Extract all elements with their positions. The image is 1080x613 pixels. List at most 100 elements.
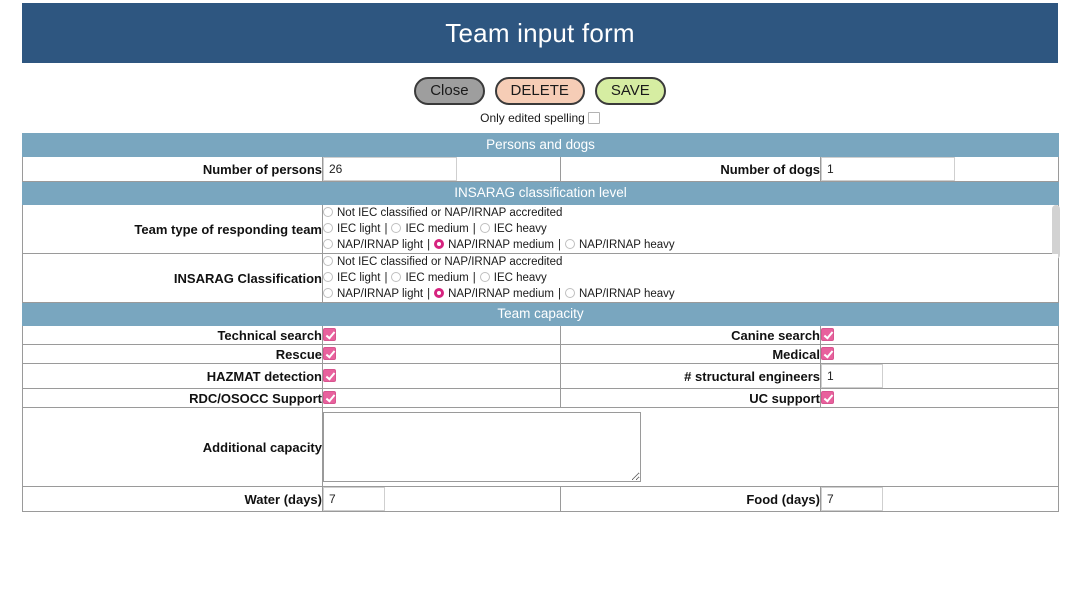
label-rescue: Rescue [22, 344, 323, 364]
section-title: Persons and dogs [21, 133, 1060, 157]
radio-classification-nap-heavy[interactable] [564, 288, 575, 298]
row-team-type: Team type of responding team Not IEC cla… [22, 204, 1061, 259]
separator: | [427, 239, 431, 251]
radio-team-type-nap-heavy[interactable] [564, 239, 575, 249]
label-additional-capacity: Additional capacity [22, 407, 323, 487]
additional-capacity-textarea[interactable] [323, 412, 641, 482]
uc-support-checkbox[interactable] [821, 391, 834, 405]
radio-team-type-iec-medium[interactable] [391, 223, 402, 233]
radio-label-nap-light: NAP/IRNAP light [337, 288, 424, 300]
radio-classification-nap-medium[interactable] [434, 288, 445, 298]
row-support: RDC/OSOCC Support UC support [22, 388, 1060, 408]
cell-hazmat-detection [322, 363, 561, 389]
vertical-scrollbar[interactable] [1052, 205, 1061, 259]
separator: | [384, 272, 388, 284]
radio-team-type-not-classified[interactable] [323, 207, 333, 217]
radio-label-iec-heavy: IEC heavy [493, 272, 547, 284]
radio-team-type-iec-heavy[interactable] [479, 223, 490, 233]
radio-group-team-type[interactable]: Not IEC classified or NAP/IRNAP accredit… [321, 204, 1061, 259]
label-number-of-dogs: Number of dogs [560, 156, 821, 182]
separator: | [557, 239, 561, 251]
label-technical-search: Technical search [22, 325, 323, 345]
only-edited-spelling-row: Only edited spelling [0, 111, 1080, 125]
radio-label-iec-medium: IEC medium [405, 223, 469, 235]
radio-group-insarag-classification[interactable]: Not IEC classified or NAP/IRNAP accredit… [321, 253, 1060, 303]
label-water-days: Water (days) [22, 486, 323, 512]
label-structural-engineers: # structural engineers [560, 363, 821, 389]
row-hazmat-engineers: HAZMAT detection # structural engineers [22, 363, 1060, 389]
radio-classification-iec-heavy[interactable] [479, 272, 490, 282]
separator: | [384, 223, 388, 235]
cell-medical [819, 344, 1060, 364]
radio-team-type-iec-light[interactable] [323, 223, 333, 233]
rescue-checkbox[interactable] [323, 347, 336, 361]
row-rescue-medical: Rescue Medical [22, 344, 1060, 364]
hazmat-detection-checkbox[interactable] [323, 369, 336, 383]
cell-uc-support [819, 388, 1060, 408]
radio-line-3: NAP/IRNAP light|NAP/IRNAP medium|NAP/IRN… [323, 237, 1058, 253]
only-edited-spelling-label: Only edited spelling [480, 111, 585, 125]
radio-label-iec-light: IEC light [337, 272, 381, 284]
radio-label-nap-medium: NAP/IRNAP medium [448, 239, 554, 251]
radio-team-type-nap-medium[interactable] [434, 239, 445, 249]
row-additional-capacity: Additional capacity [22, 407, 1060, 487]
section-title: INSARAG classification level [21, 181, 1060, 205]
radio-line-2: IEC light|IEC medium|IEC heavy [323, 221, 1058, 237]
scrollbar-thumb[interactable] [1052, 207, 1061, 259]
delete-button[interactable]: DELETE [494, 77, 585, 105]
number-of-dogs-input[interactable] [821, 157, 955, 181]
label-food-days: Food (days) [560, 486, 821, 512]
section-title: Team capacity [21, 302, 1060, 326]
radio-line-2: IEC light|IEC medium|IEC heavy [323, 270, 1058, 286]
separator: | [472, 223, 476, 235]
cell-rescue [322, 344, 561, 364]
page-title: Team input form [445, 17, 635, 48]
radio-line-1: Not IEC classified or NAP/IRNAP accredit… [323, 205, 1058, 221]
action-toolbar: Close DELETE SAVE [0, 77, 1080, 105]
cell-rdc-osocc-support [322, 388, 561, 408]
radio-classification-not-classified[interactable] [323, 256, 333, 266]
cell-additional-capacity [321, 407, 1060, 487]
radio-line-1: Not IEC classified or NAP/IRNAP accredit… [323, 254, 1058, 270]
cell-number-of-persons [322, 156, 561, 182]
cell-technical-search [322, 325, 561, 345]
only-edited-spelling-checkbox[interactable] [587, 112, 600, 124]
radio-label-iec-medium: IEC medium [405, 272, 469, 284]
radio-label-nap-light: NAP/IRNAP light [337, 239, 424, 251]
section-header-persons-and-dogs: Persons and dogs [21, 133, 1060, 157]
radio-label-iec-heavy: IEC heavy [493, 223, 547, 235]
radio-line-3: NAP/IRNAP light|NAP/IRNAP medium|NAP/IRN… [323, 286, 1058, 302]
number-of-persons-input[interactable] [323, 157, 457, 181]
label-uc-support: UC support [560, 388, 821, 408]
label-team-type-of-responding-team: Team type of responding team [22, 204, 323, 254]
radio-classification-iec-medium[interactable] [391, 272, 402, 282]
page-header: Team input form [22, 3, 1058, 63]
water-days-input[interactable] [323, 487, 385, 511]
canine-search-checkbox[interactable] [821, 328, 834, 342]
radio-classification-nap-light[interactable] [323, 288, 333, 298]
cell-number-of-dogs [819, 156, 1060, 182]
close-button[interactable]: Close [414, 77, 485, 105]
section-header-insarag-classification-level: INSARAG classification level [21, 181, 1060, 205]
rdc-osocc-support-checkbox[interactable] [323, 391, 336, 405]
cell-canine-search [819, 325, 1060, 345]
cell-water-days [322, 486, 561, 512]
section-header-team-capacity: Team capacity [21, 302, 1060, 326]
radio-label-nap-heavy: NAP/IRNAP heavy [578, 288, 675, 300]
team-input-form-table: Persons and dogs Number of persons Numbe… [21, 133, 1061, 512]
radio-team-type-nap-light[interactable] [323, 239, 333, 249]
separator: | [472, 272, 476, 284]
structural-engineers-input[interactable] [821, 364, 883, 388]
technical-search-checkbox[interactable] [323, 328, 336, 342]
label-insarag-classification: INSARAG Classification [22, 253, 323, 303]
radio-label-iec-light: IEC light [337, 223, 381, 235]
cell-food-days [819, 486, 1060, 512]
food-days-input[interactable] [821, 487, 883, 511]
label-rdc-osocc-support: RDC/OSOCC Support [22, 388, 323, 408]
label-medical: Medical [560, 344, 821, 364]
save-button[interactable]: SAVE [594, 77, 666, 105]
radio-label-not-classified: Not IEC classified or NAP/IRNAP accredit… [337, 207, 563, 219]
medical-checkbox[interactable] [821, 347, 834, 361]
radio-classification-iec-light[interactable] [323, 272, 333, 282]
separator: | [557, 288, 561, 300]
